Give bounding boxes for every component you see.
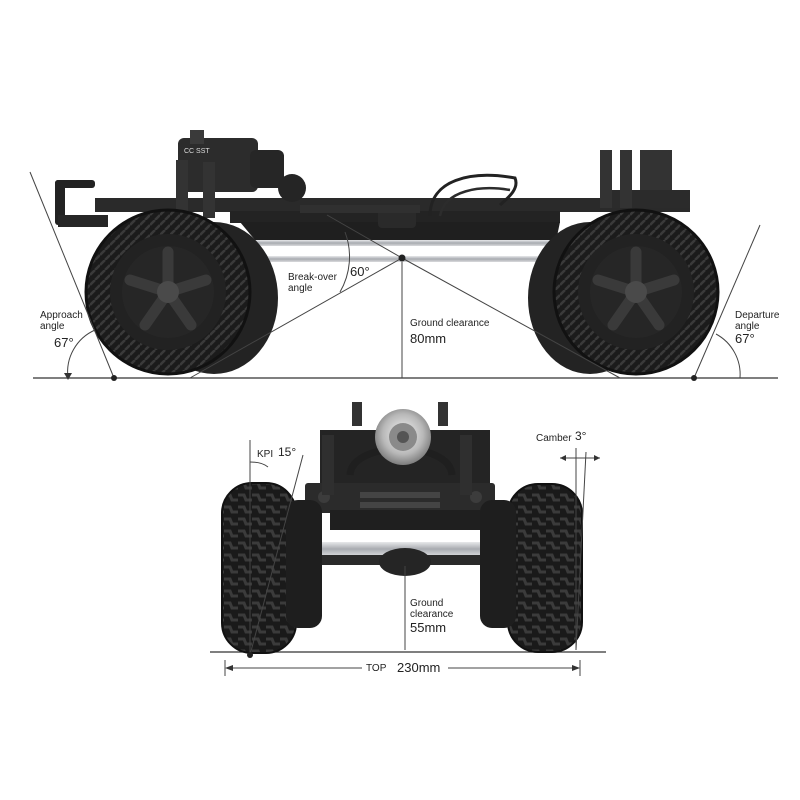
- side-front-bumper: [55, 180, 108, 227]
- approach-arrow: [64, 373, 72, 380]
- chassis-marking: CC SST: [184, 148, 210, 155]
- front-left-tire: [221, 482, 322, 654]
- breakover-pivot-dot: [398, 254, 406, 262]
- kpi-value: 15°: [278, 445, 297, 459]
- side-view: [29, 130, 778, 381]
- front-view: [210, 402, 606, 676]
- breakover-angle-lines: [189, 214, 621, 379]
- camber-lines: [560, 448, 600, 651]
- approach-angle-lines: [29, 171, 115, 379]
- approach-angle-label-2: angle: [40, 321, 65, 332]
- track-width-label: TOP: [366, 663, 387, 674]
- breakover-angle-value: 60°: [350, 264, 370, 279]
- camber-label: Camber: [536, 433, 572, 444]
- departure-angle-label-1: Departure: [735, 310, 780, 321]
- breakover-angle-label-2: angle: [288, 283, 313, 294]
- breakover-angle-label-1: Break-over: [288, 272, 337, 283]
- front-clearance-value: 55mm: [410, 620, 447, 635]
- camber-value: 3°: [575, 429, 587, 443]
- side-wires: [428, 174, 518, 217]
- kpi-ground-dot: [247, 652, 253, 658]
- kpi-label: KPI: [257, 449, 274, 460]
- departure-angle-label-2: angle: [735, 321, 760, 332]
- track-arrow-left: [225, 665, 233, 671]
- side-clearance-value: 80mm: [410, 331, 447, 346]
- front-clearance-label-1: Ground: [410, 598, 444, 609]
- approach-angle-value: 67°: [54, 335, 74, 350]
- side-front-wheel: [84, 208, 278, 376]
- side-rear-wheel: [528, 208, 720, 376]
- departure-ground-dot: [691, 375, 697, 381]
- departure-angle-lines: [693, 224, 761, 379]
- side-transmission: [178, 130, 420, 228]
- side-clearance-label: Ground clearance: [410, 318, 490, 329]
- front-clearance-label-2: clearance: [410, 609, 454, 620]
- departure-angle-value: 67°: [735, 331, 755, 346]
- front-right-tire: [480, 483, 583, 653]
- front-motor: [375, 409, 431, 465]
- camber-arrow-right: [594, 455, 600, 461]
- approach-angle-label-1: Approach: [40, 310, 83, 321]
- kpi-lines: [249, 440, 304, 656]
- track-width-value: 230mm: [397, 660, 441, 675]
- front-shocks: [322, 402, 472, 495]
- side-shocks: [176, 150, 632, 218]
- approach-ground-dot: [111, 375, 117, 381]
- front-axle: [300, 542, 515, 576]
- track-arrow-right: [572, 665, 580, 671]
- camber-arrow-left: [560, 455, 566, 461]
